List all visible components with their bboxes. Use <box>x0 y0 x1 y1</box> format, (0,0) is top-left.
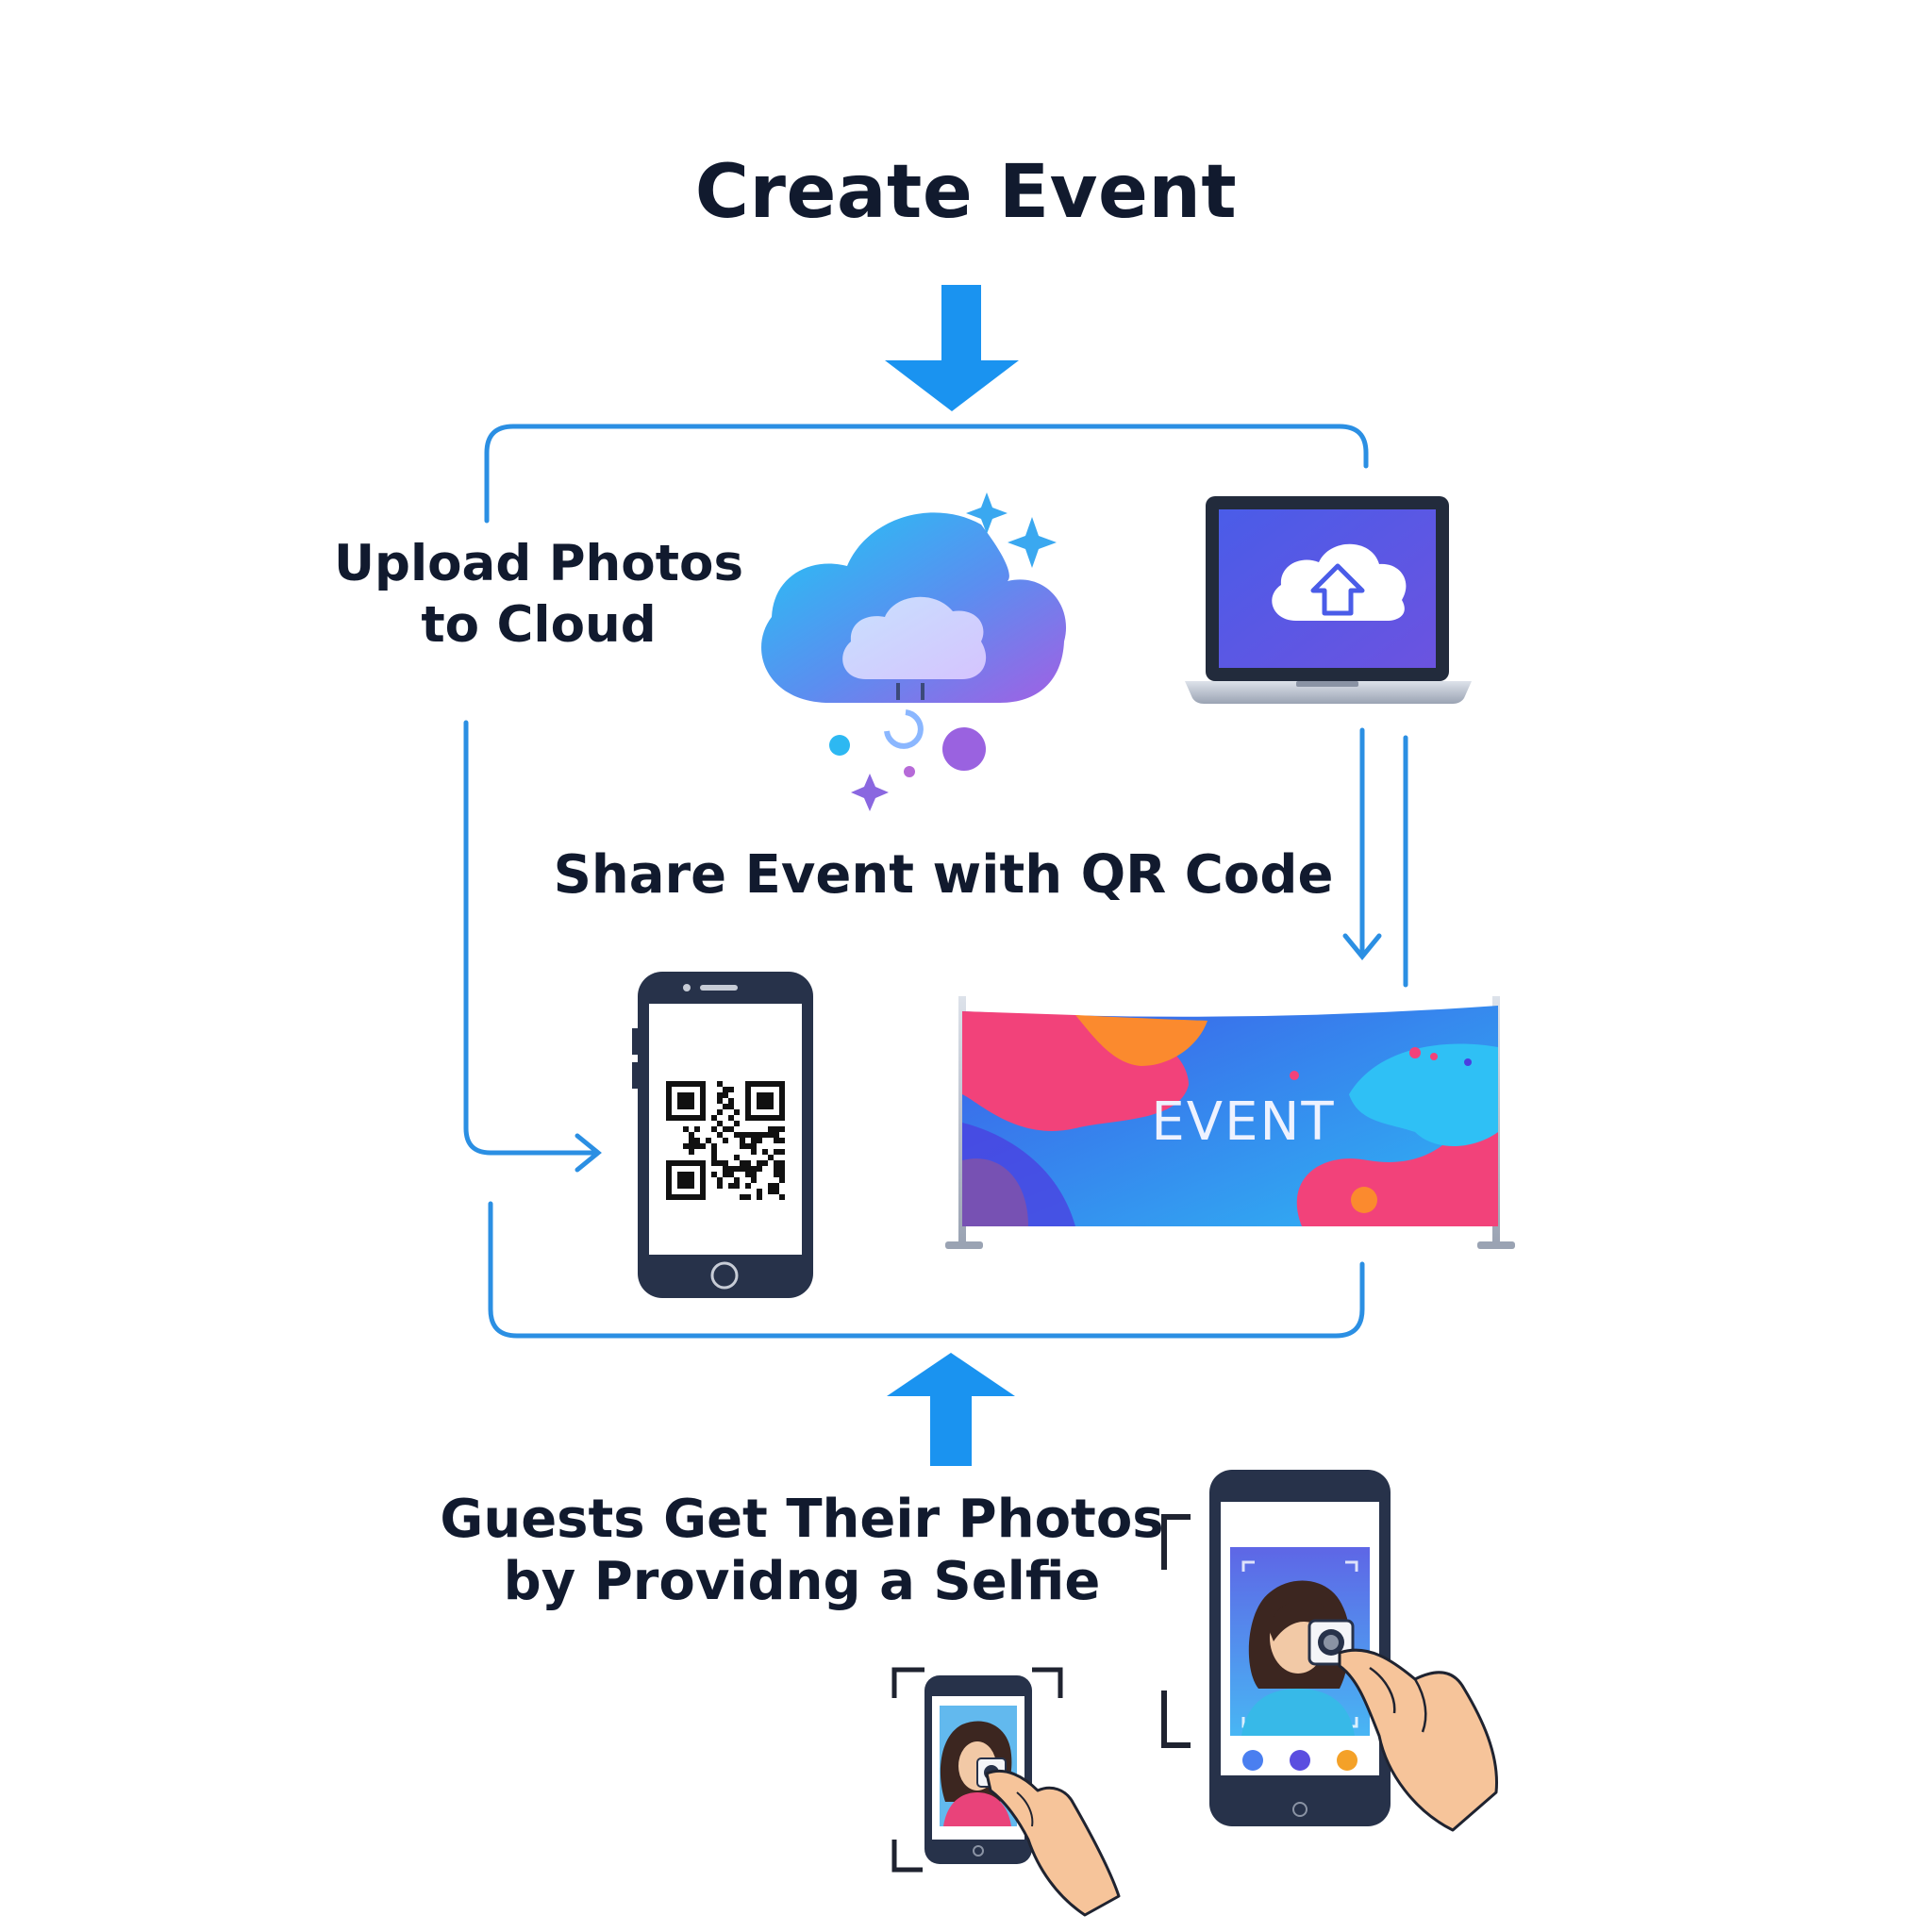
hand-icon <box>985 1769 1121 1917</box>
step-guests-line2: by Providng a Selfie <box>503 1550 1101 1612</box>
step-guests-label: Guests Get Their Photos by Providng a Se… <box>396 1489 1208 1612</box>
sparkle-icon <box>1008 517 1057 568</box>
diagram-title: Create Event <box>694 150 1238 235</box>
qr-code-icon <box>666 1081 785 1200</box>
left-loop-line <box>463 720 599 1156</box>
left-loop-arrowhead <box>575 1133 602 1173</box>
right-flow-arrowhead <box>1342 933 1382 960</box>
step-share-label: Share Event with QR Code <box>553 844 1334 906</box>
selfie-phone-icon <box>891 1667 1121 1917</box>
laptop-icon <box>1185 496 1472 704</box>
phone-qr-icon <box>632 972 813 1298</box>
down-arrow-icon <box>885 285 1019 411</box>
step-guests-line1: Guests Get Their Photos <box>440 1489 1164 1550</box>
step-upload-label: Upload Photos to Cloud <box>317 534 760 656</box>
step-upload-line2: to Cloud <box>421 595 657 654</box>
step-upload-line1: Upload Photos <box>334 535 743 592</box>
top-loop-line <box>484 424 1369 524</box>
banner-text: EVENT <box>1151 1091 1335 1153</box>
cloud-upload-icon <box>1272 543 1407 621</box>
sparkle-icon <box>966 492 1008 534</box>
flow-lines <box>463 424 1408 1339</box>
sparkle-icon <box>851 774 889 811</box>
selfie-phone-icon <box>1161 1470 1499 1832</box>
hand-icon <box>1338 1648 1499 1832</box>
bottom-loop-line <box>488 1201 1365 1339</box>
cloud-icon <box>761 492 1067 811</box>
up-arrow-icon <box>887 1353 1015 1466</box>
event-banner-icon: EVENT <box>945 996 1515 1249</box>
